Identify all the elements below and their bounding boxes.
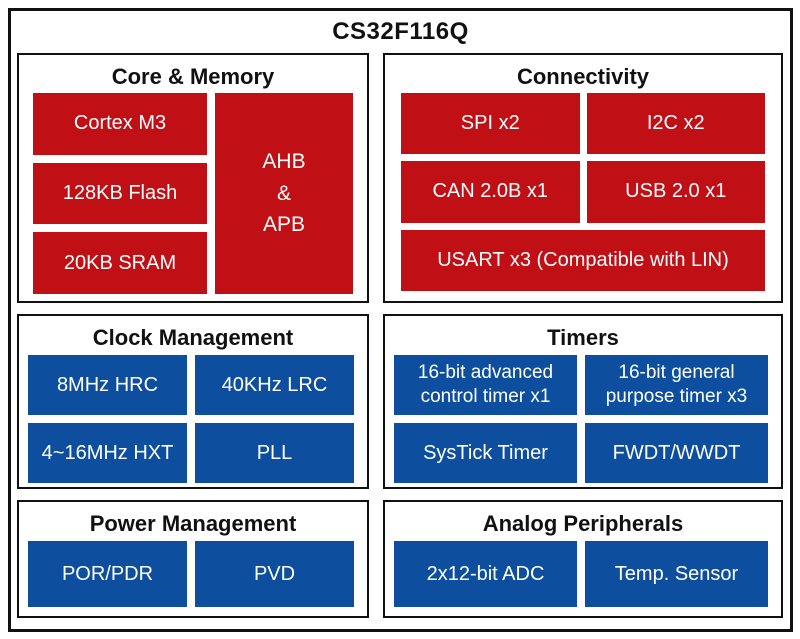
section-analog-peripherals-title: Analog Peripherals — [482, 511, 684, 536]
section-power-management: Power Management POR/PDR PVD — [17, 500, 369, 618]
section-connectivity: Connectivity SPI x2 I2C x2 CAN 2.0B x1 U… — [383, 53, 783, 303]
block-ahb-apb: AHB & APB — [215, 93, 353, 294]
block-lrc: 40KHz LRC — [195, 355, 354, 415]
block-sram: 20KB SRAM — [33, 232, 207, 294]
block-usart: USART x3 (Compatible with LIN) — [401, 229, 765, 291]
section-power-management-title: Power Management — [89, 511, 297, 536]
section-connectivity-title: Connectivity — [516, 64, 650, 89]
block-watchdog: FWDT/WWDT — [585, 423, 768, 483]
block-advanced-timer: 16-bit advanced control timer x1 — [394, 355, 577, 415]
block-spi: SPI x2 — [401, 93, 580, 155]
section-timers-title: Timers — [547, 325, 619, 350]
block-i2c: I2C x2 — [586, 93, 765, 155]
block-adc: 2x12-bit ADC — [394, 541, 577, 607]
timers-blocks: 16-bit advanced control timer x1 16-bit … — [385, 352, 781, 487]
sections-grid: Core & Memory Cortex M3 AHB & APB 128KB … — [17, 53, 784, 618]
block-por-pdr: POR/PDR — [28, 541, 187, 607]
clock-blocks: 8MHz HRC 40KHz LRC 4~16MHz HXT PLL — [19, 352, 367, 487]
block-usb: USB 2.0 x1 — [586, 161, 765, 223]
section-core-memory: Core & Memory Cortex M3 AHB & APB 128KB … — [17, 53, 369, 303]
connectivity-blocks: SPI x2 I2C x2 CAN 2.0B x1 USB 2.0 x1 USA… — [385, 91, 781, 301]
block-pvd: PVD — [195, 541, 354, 607]
block-can: CAN 2.0B x1 — [401, 161, 580, 223]
section-analog-peripherals: Analog Peripherals 2x12-bit ADC Temp. Se… — [383, 500, 783, 618]
section-clock-management: Clock Management 8MHz HRC 40KHz LRC 4~16… — [17, 314, 369, 489]
section-timers: Timers 16-bit advanced control timer x1 … — [383, 314, 783, 489]
block-flash: 128KB Flash — [33, 162, 207, 225]
chip-diagram-frame: CS32F116Q Core & Memory Cortex M3 AHB & … — [8, 8, 793, 632]
core-memory-blocks: Cortex M3 AHB & APB 128KB Flash 20KB SRA… — [19, 91, 367, 301]
power-blocks: POR/PDR PVD — [19, 538, 367, 616]
chip-title: CS32F116Q — [332, 18, 469, 45]
block-hxt: 4~16MHz HXT — [28, 423, 187, 483]
section-core-memory-title: Core & Memory — [111, 64, 275, 89]
section-clock-management-title: Clock Management — [92, 325, 294, 350]
block-systick: SysTick Timer — [394, 423, 577, 483]
block-cortex-m3: Cortex M3 — [33, 93, 207, 155]
block-temp-sensor: Temp. Sensor — [585, 541, 768, 607]
analog-blocks: 2x12-bit ADC Temp. Sensor — [385, 538, 781, 616]
block-general-timer: 16-bit general purpose timer x3 — [585, 355, 768, 415]
block-pll: PLL — [195, 423, 354, 483]
block-hrc: 8MHz HRC — [28, 355, 187, 415]
